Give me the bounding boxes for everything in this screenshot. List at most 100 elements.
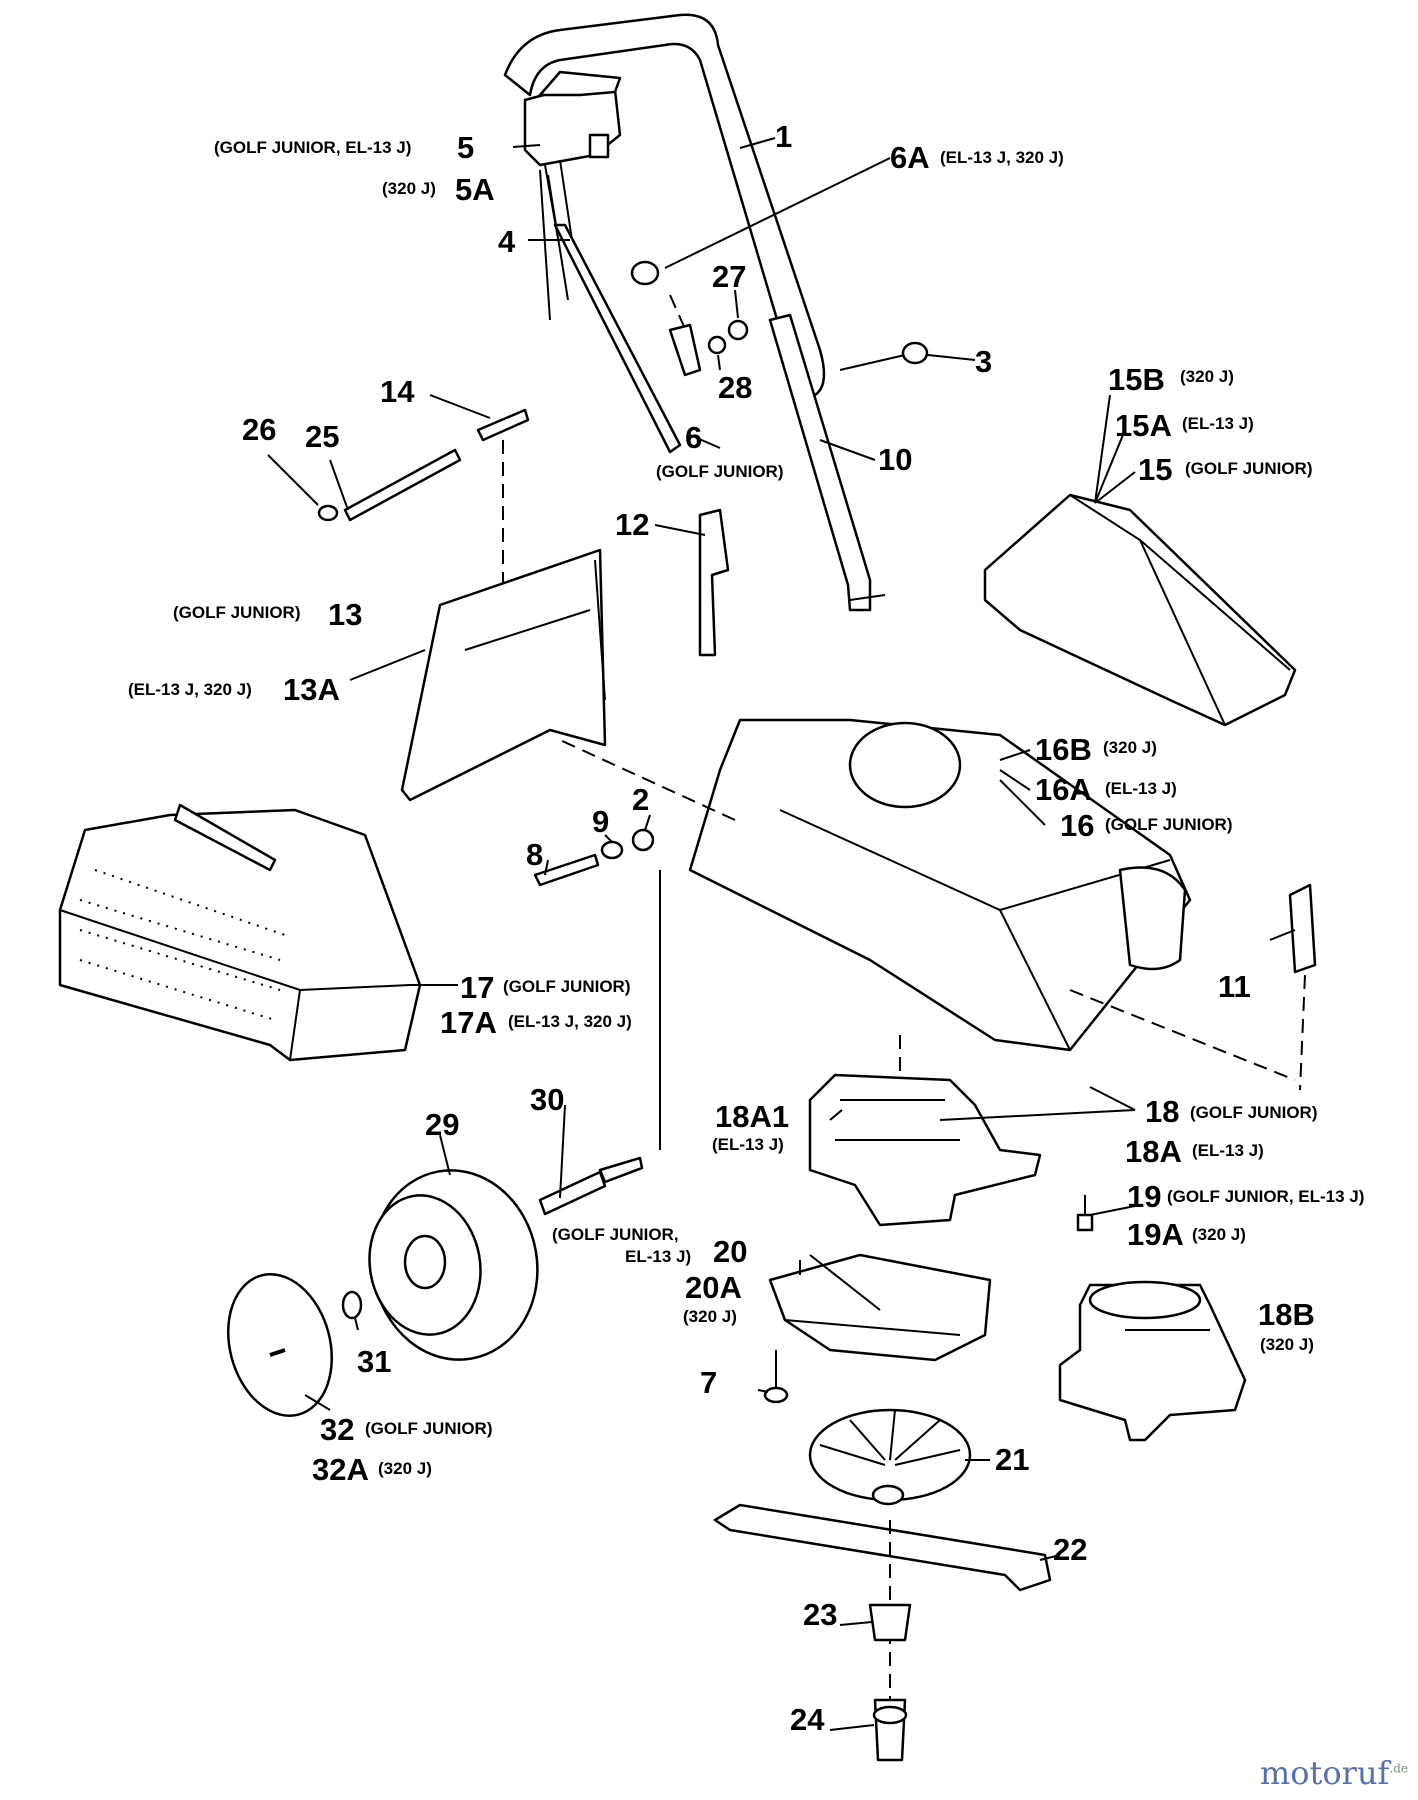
callout-28: 28	[718, 370, 752, 405]
rear-flap-part	[400, 548, 607, 802]
callout-labels: 1 (GOLF JUNIOR, EL-13 J) 5 (320 J) 5A 6A…	[128, 119, 1364, 1737]
wheel-part	[368, 1169, 539, 1361]
callout-32a: 32A	[312, 1452, 369, 1487]
callout-17a: 17A	[440, 1005, 497, 1040]
blade-adapter-part	[868, 1520, 912, 1762]
callout-21: 21	[995, 1442, 1029, 1477]
callout-2: 2	[632, 782, 649, 817]
handle-tube-part	[768, 313, 886, 612]
callout-19: 19	[1127, 1179, 1161, 1214]
callout-19a: 19A	[1127, 1217, 1184, 1252]
callout-6-note: (GOLF JUNIOR)	[656, 462, 784, 481]
clamp-6-part	[668, 323, 702, 377]
callout-6a: 6A	[890, 140, 930, 175]
callout-1: 1	[775, 119, 792, 154]
nut-6a-part	[630, 260, 691, 341]
callout-5: 5	[457, 130, 474, 165]
callout-15b: 15B	[1108, 362, 1165, 397]
leader-lines	[267, 137, 1296, 1731]
callout-22: 22	[1053, 1532, 1087, 1567]
screw-7-part	[763, 1350, 789, 1404]
callout-26: 26	[242, 412, 276, 447]
callout-17: 17	[460, 970, 494, 1005]
callout-29: 29	[425, 1107, 459, 1142]
pin-14-part	[476, 408, 530, 590]
callout-15b-note: (320 J)	[1180, 367, 1234, 386]
lower-handle-part	[553, 223, 682, 454]
callout-16a-note: (EL-13 J)	[1105, 779, 1177, 798]
callout-23: 23	[803, 1597, 837, 1632]
callout-30-note-line2: EL-13 J)	[625, 1247, 691, 1266]
hub-cap-part	[226, 1273, 334, 1417]
motor-part	[808, 1035, 1042, 1227]
callout-32a-note: (320 J)	[378, 1459, 432, 1478]
callout-24: 24	[790, 1702, 825, 1737]
callout-20: 20	[713, 1234, 747, 1269]
callout-30-note-line1: (GOLF JUNIOR,	[552, 1225, 679, 1244]
callout-13a-note: (EL-13 J, 320 J)	[128, 680, 252, 699]
callout-18: 18	[1145, 1094, 1179, 1129]
fan-housing-part	[768, 1253, 992, 1362]
bolt-nut-washer-part	[533, 828, 655, 887]
callout-18a1-note: (EL-13 J)	[712, 1135, 784, 1154]
callout-14: 14	[380, 374, 415, 409]
blade-part	[713, 1503, 1052, 1592]
callout-15-note: (GOLF JUNIOR)	[1185, 459, 1313, 478]
pin-19-part	[1076, 1195, 1094, 1232]
rear-axle-part	[317, 448, 462, 522]
fan-part	[808, 1408, 972, 1506]
callout-32-note: (GOLF JUNIOR)	[365, 1419, 493, 1438]
callout-13a: 13A	[283, 672, 340, 707]
callout-16b-note: (320 J)	[1103, 738, 1157, 757]
callout-20a-note: (320 J)	[683, 1307, 737, 1326]
callout-11: 11	[1218, 969, 1251, 1004]
callout-16: 16	[1060, 808, 1094, 843]
callout-4: 4	[498, 224, 516, 259]
callout-18b: 18B	[1258, 1297, 1315, 1332]
callout-18b-note: (320 J)	[1260, 1335, 1314, 1354]
motor-cover-part	[983, 493, 1297, 727]
watermark-suffix: .de	[1389, 1761, 1408, 1776]
grass-catcher-part	[58, 803, 422, 1062]
callout-16-note: (GOLF JUNIOR)	[1105, 815, 1233, 834]
callout-18a: 18A	[1125, 1134, 1182, 1169]
callout-6: 6	[685, 420, 702, 455]
callout-7: 7	[700, 1365, 717, 1400]
screw-3-part	[839, 341, 929, 371]
callout-18a1: 18A1	[715, 1099, 789, 1134]
watermark-text: motoruf	[1259, 1754, 1390, 1792]
callout-16b: 16B	[1035, 732, 1092, 767]
callout-9: 9	[592, 804, 609, 839]
callout-17a-note: (EL-13 J, 320 J)	[508, 1012, 632, 1031]
callout-17-note: (GOLF JUNIOR)	[503, 977, 631, 996]
wheel-nut-part	[341, 1290, 363, 1320]
callout-18a-note: (EL-13 J)	[1192, 1141, 1264, 1160]
callout-20a: 20A	[685, 1270, 742, 1305]
callout-8: 8	[526, 837, 543, 872]
callout-18-note: (GOLF JUNIOR)	[1190, 1103, 1318, 1122]
mower-deck-part	[559, 718, 1296, 1081]
callout-10: 10	[878, 442, 912, 477]
callout-3: 3	[975, 344, 992, 379]
callout-16a: 16A	[1035, 772, 1092, 807]
callout-31: 31	[357, 1344, 391, 1379]
bracket-12-part	[698, 508, 730, 657]
washers-27-28-part	[707, 319, 749, 355]
callout-5-note: (GOLF JUNIOR, EL-13 J)	[214, 138, 411, 157]
motor-18b-part	[1058, 1280, 1247, 1442]
callout-19a-note: (320 J)	[1192, 1225, 1246, 1244]
callout-15: 15	[1138, 452, 1172, 487]
callout-27: 27	[712, 259, 746, 294]
callout-13: 13	[328, 597, 362, 632]
callout-12: 12	[615, 507, 649, 542]
callout-30: 30	[530, 1082, 564, 1117]
callout-5a-note: (320 J)	[382, 179, 436, 198]
callout-19-note: (GOLF JUNIOR, EL-13 J)	[1167, 1187, 1364, 1206]
callout-15a: 15A	[1115, 408, 1172, 443]
callout-32: 32	[320, 1412, 354, 1447]
callout-15a-note: (EL-13 J)	[1182, 414, 1254, 433]
callout-13-note: (GOLF JUNIOR)	[173, 603, 301, 622]
wheel-axle-part	[538, 870, 661, 1216]
switch-assembly-part	[523, 70, 622, 321]
